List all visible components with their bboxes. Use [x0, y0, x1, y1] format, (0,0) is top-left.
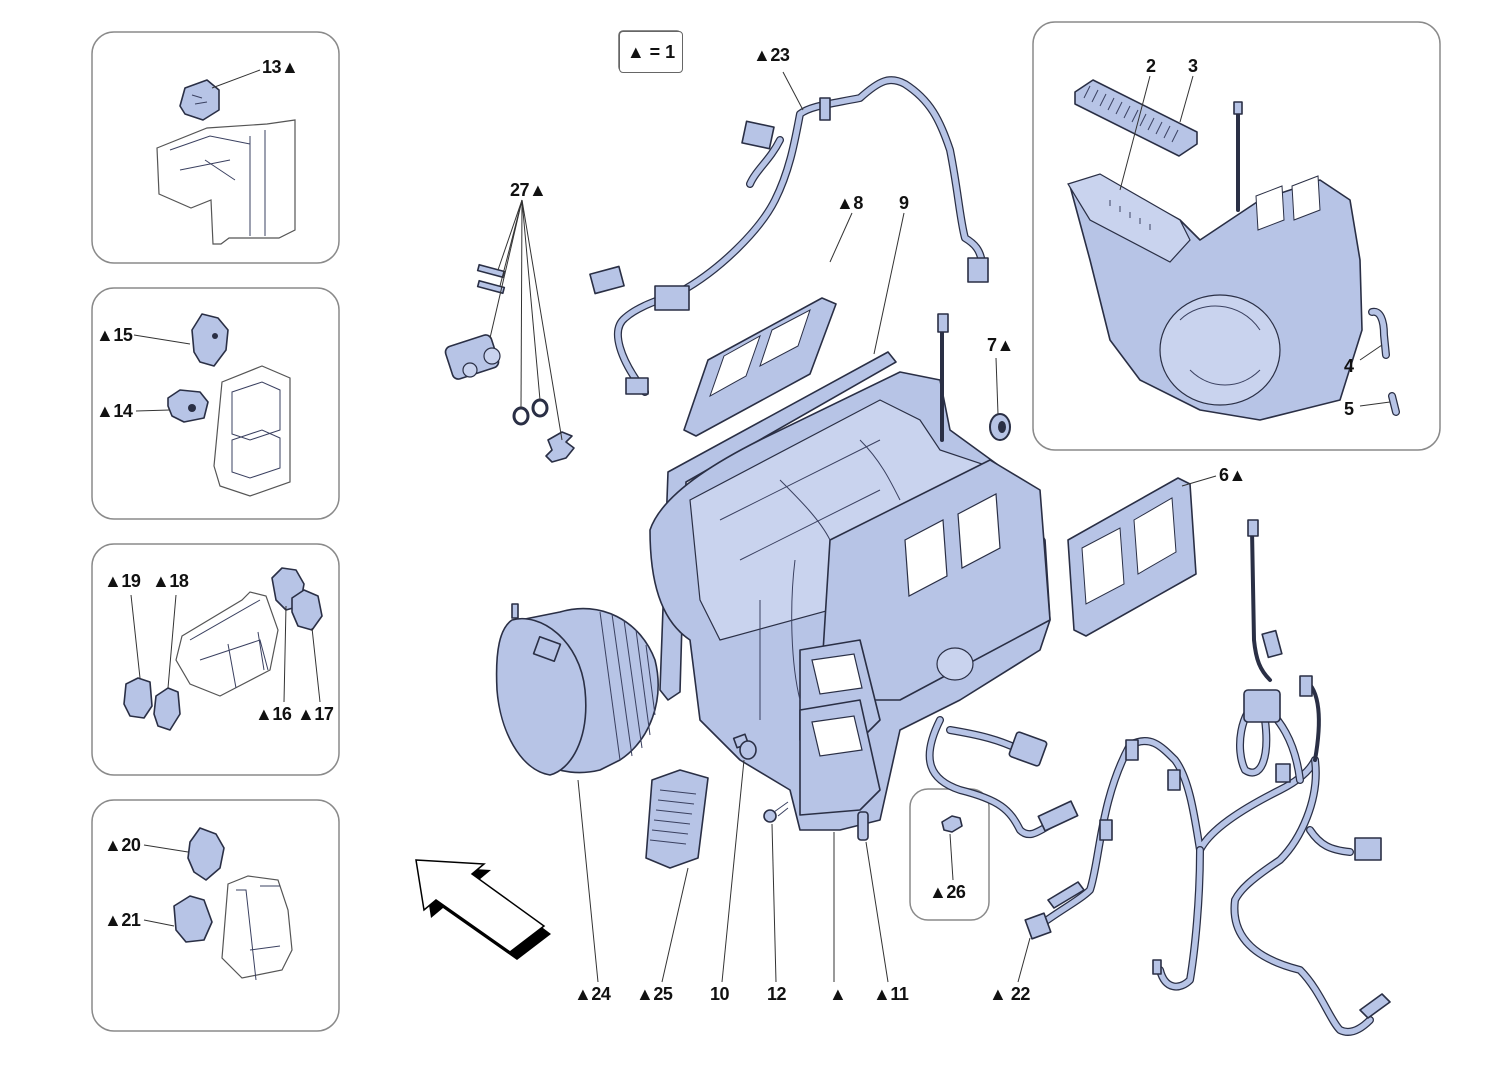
callout-23: ▲23	[753, 45, 790, 65]
actuator-17	[291, 589, 323, 631]
legend-box-label: ▲ = 1	[619, 31, 683, 73]
housing-a	[156, 119, 296, 245]
housing-d	[221, 875, 293, 981]
actuator-21	[173, 895, 213, 943]
callout-7: 7▲	[987, 335, 1014, 355]
gasket-6	[1067, 477, 1197, 637]
gasket-8	[683, 297, 837, 437]
callout-12: 12	[767, 984, 787, 1004]
callout-24: ▲24	[574, 984, 611, 1004]
callout-3: 3	[1188, 56, 1198, 76]
callout-1: ▲	[829, 984, 847, 1004]
actuator-13	[179, 79, 220, 121]
callout-6: 6▲	[1219, 465, 1246, 485]
callout-19: ▲19	[104, 571, 141, 591]
callout-2: 2	[1146, 56, 1156, 76]
wiring-harness-22	[1024, 519, 1391, 1036]
harness-lower-connector	[925, 716, 1079, 839]
callout-14: ▲14	[96, 401, 133, 421]
actuator-14	[167, 389, 209, 423]
callout-15: ▲15	[96, 325, 133, 345]
actuator-19	[123, 677, 153, 719]
drain-tube-5	[1388, 392, 1400, 416]
callout-5: 5	[1344, 399, 1354, 419]
callout-16: ▲16	[255, 704, 292, 724]
callout-20: ▲20	[104, 835, 141, 855]
housing-b	[213, 365, 291, 497]
callout-4: 4	[1344, 356, 1354, 376]
callout-9: 9	[899, 193, 909, 213]
callout-27: 27▲	[510, 180, 547, 200]
callout-21: ▲21	[104, 910, 141, 930]
wiring-harness-23	[589, 76, 989, 396]
cabin-filter-3	[1074, 79, 1198, 157]
callout-11: ▲11	[873, 984, 909, 1004]
actuator-18	[153, 687, 181, 731]
front-direction-arrow	[415, 859, 551, 960]
resistor-25	[645, 769, 709, 869]
legend-text: ▲ = 1	[626, 41, 676, 62]
callout-25: ▲25	[636, 984, 673, 1004]
hvac-main-assembly	[649, 313, 1051, 831]
callout-8: ▲8	[836, 193, 863, 213]
callout-22: ▲ 22	[989, 984, 1030, 1004]
housing-c	[175, 591, 279, 697]
drain-tube-4	[1368, 307, 1390, 359]
grommet-7	[989, 413, 1011, 441]
screw-12	[763, 801, 789, 823]
callout-10: 10	[710, 984, 730, 1004]
callout-13: 13▲	[262, 57, 299, 77]
inset-panel-d	[91, 799, 340, 1032]
connector-26	[941, 815, 963, 833]
actuator-20	[187, 827, 225, 881]
callout-26: ▲26	[929, 882, 966, 902]
actuator-15	[191, 313, 229, 367]
sensor-11	[857, 811, 869, 841]
leaders-27	[489, 199, 563, 441]
hvac-assembly-overview	[1067, 101, 1363, 421]
callout-17: ▲17	[297, 704, 334, 724]
expansion-valve-27	[444, 263, 575, 463]
sensor-10	[732, 733, 757, 760]
blower-motor-24	[495, 603, 659, 776]
callout-18: ▲18	[152, 571, 189, 591]
